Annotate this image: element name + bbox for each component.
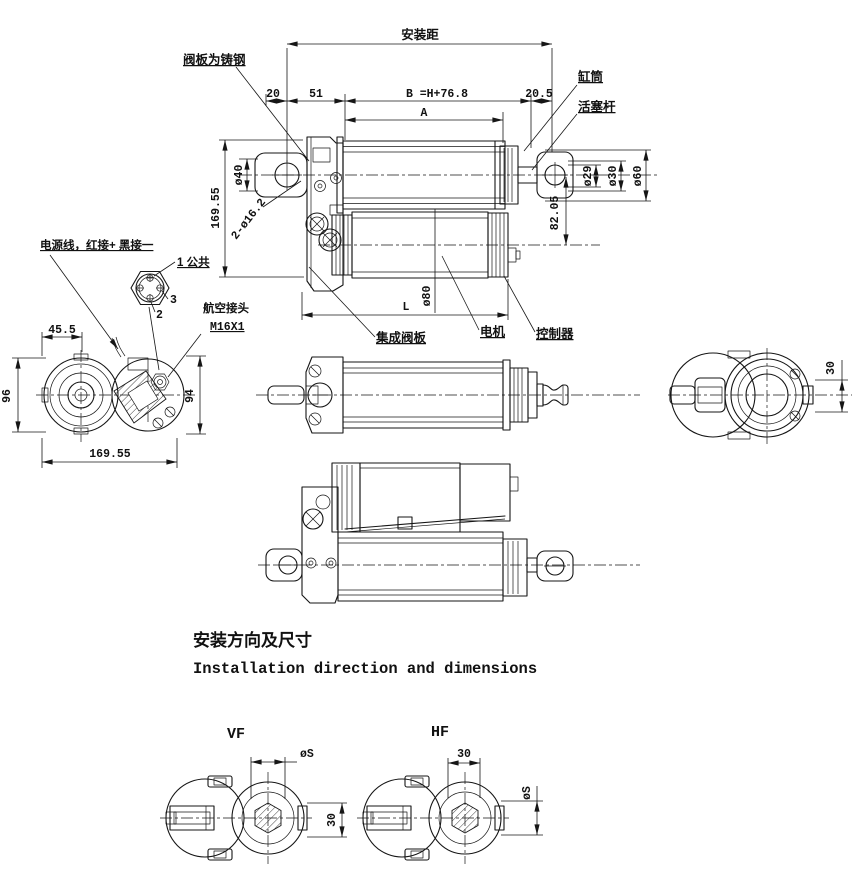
dim-82-05: 82.05 xyxy=(549,196,562,231)
label-cylinder-tube: 缸筒 xyxy=(578,69,603,84)
dim-L: L xyxy=(403,301,410,314)
dim-169-55-left: 169.55 xyxy=(210,187,223,229)
rod-end-view-dimension: 30 xyxy=(815,360,848,413)
controller-body xyxy=(487,212,521,278)
motor-end-view: 45.5 96 94 169.55 xyxy=(1,324,206,468)
label-piston-rod: 活塞杆 xyxy=(578,99,616,114)
main-view-labels: 阀板为铸钢 缸筒 活塞杆 集成阀板 电机 控制器 xyxy=(183,52,616,345)
label-pin2: 2 xyxy=(156,309,163,322)
dim-install-distance: 安装距 xyxy=(401,27,439,42)
dim-o30: ø30 xyxy=(607,166,620,187)
motor-end-dimensions: 45.5 96 94 169.55 xyxy=(1,324,206,468)
rod-end-view: 30 xyxy=(668,348,852,444)
vf-dim-oS: øS xyxy=(300,748,314,761)
dim-B: B =H+76.8 xyxy=(406,88,468,101)
dim-20: 20 xyxy=(266,88,280,101)
label-controller: 控制器 xyxy=(536,326,574,341)
vf-label: VF xyxy=(227,726,245,743)
top-view xyxy=(256,356,640,434)
caption-en: Installation direction and dimensions xyxy=(193,660,537,678)
dim-o40: ø40 xyxy=(233,165,246,186)
connector-pins xyxy=(136,274,164,302)
dim-45-5: 45.5 xyxy=(48,324,76,337)
vf-dim-30: 30 xyxy=(326,813,339,827)
hf-mount-view: HF 30 øS xyxy=(357,724,543,864)
hf-dim-oS: øS xyxy=(521,786,534,800)
label-pin1: 1 公共 xyxy=(177,255,210,269)
dim-94: 94 xyxy=(184,389,197,403)
label-integrated-valve-plate: 集成阀板 xyxy=(375,330,427,345)
dim-51: 51 xyxy=(309,88,323,101)
vf-mount-view: VF øS 30 xyxy=(160,726,347,864)
rod-gland-and-eye xyxy=(494,140,574,210)
dim-A: A xyxy=(421,107,428,120)
dim-o60: ø60 xyxy=(632,166,645,187)
label-motor: 电机 xyxy=(480,324,506,339)
label-valve-plate-note: 阀板为铸钢 xyxy=(183,52,246,67)
hf-dim-30: 30 xyxy=(457,748,471,761)
dim-20-5: 20.5 xyxy=(525,88,553,101)
hf-label: HF xyxy=(431,724,449,741)
dim-2-o16-2: 2-ø16.2 xyxy=(229,196,269,242)
label-power-wire: 电源线，红接+ 黑接一 xyxy=(40,238,154,252)
dim-o80: ø80 xyxy=(421,286,434,307)
label-thread: M16X1 xyxy=(210,321,245,334)
vf-dimensions: øS 30 xyxy=(250,748,347,838)
cylinder-tube xyxy=(336,136,506,214)
flipped-side-view xyxy=(258,462,640,604)
dim-30-rod-end: 30 xyxy=(825,361,838,375)
hf-dimensions: 30 øS xyxy=(447,748,543,836)
caption-zh: 安装方向及尺寸 xyxy=(193,630,312,650)
aviation-connector-on-view xyxy=(150,373,170,391)
main-front-view xyxy=(240,136,660,292)
valve-plate xyxy=(305,136,344,292)
caption: 安装方向及尺寸 Installation direction and dimen… xyxy=(193,630,537,678)
connector-detail: 电源线，红接+ 黑接一 1 公共 3 2 航空接头 M16X1 xyxy=(40,238,249,378)
label-pin3: 3 xyxy=(170,294,177,307)
dim-96: 96 xyxy=(1,389,14,403)
label-aviation-connector: 航空接头 xyxy=(203,301,249,315)
dim-169-55-bottom: 169.55 xyxy=(89,448,131,461)
dim-o29: ø29 xyxy=(582,166,595,187)
